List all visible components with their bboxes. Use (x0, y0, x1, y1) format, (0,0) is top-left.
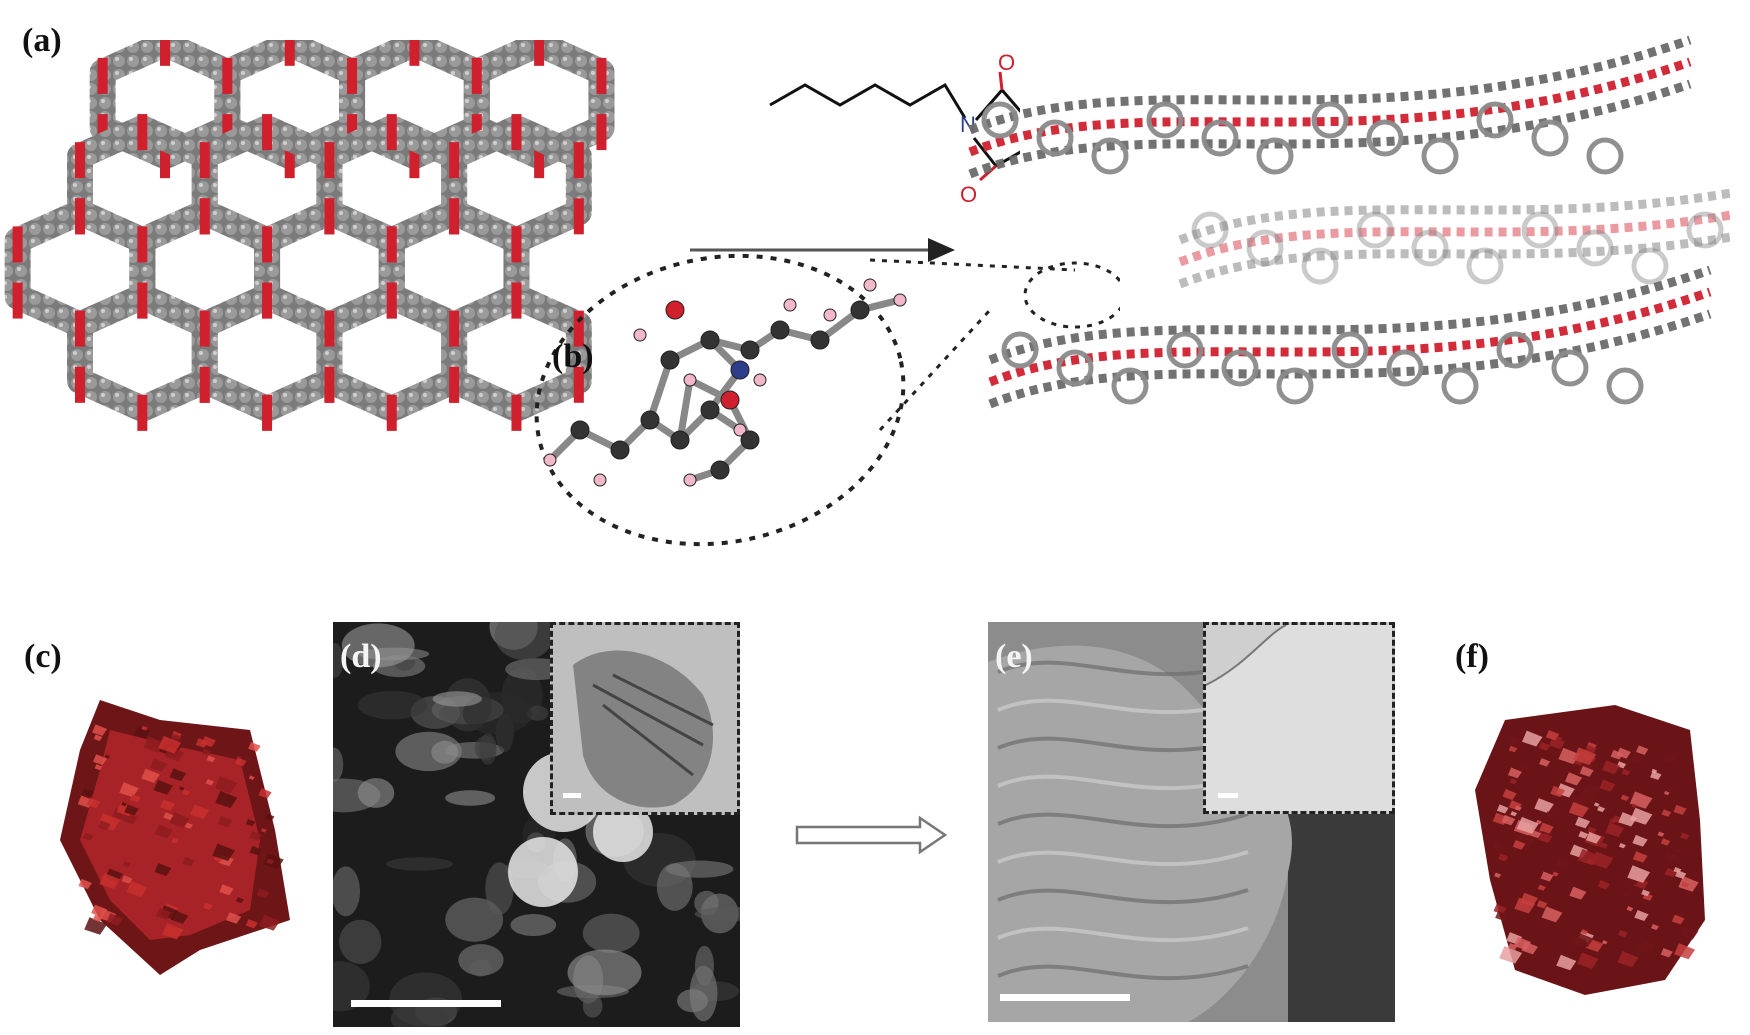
panel-label-e: (e) (995, 638, 1033, 675)
honeycomb-framework-image (4, 40, 615, 431)
stacked-nanosheets (968, 35, 1730, 409)
hexylmaleimide-structure: N O O (769, 50, 1020, 207)
panel-label-d: (d) (340, 638, 382, 675)
zoom-ellipse (1023, 261, 1120, 329)
reaction-arrow (690, 238, 955, 262)
bulk-powder-photo (60, 700, 290, 975)
hexagon-pores (4, 40, 615, 431)
exfoliated-sheets-image (968, 35, 1730, 409)
atom-balls (543, 278, 907, 487)
tem-inset-after (1203, 622, 1395, 814)
panel-label-f: (f) (1455, 638, 1489, 675)
panel-label-a: (a) (22, 22, 62, 59)
exfoliated-flakes-photo (1475, 705, 1705, 995)
tem-inset-before (550, 622, 740, 815)
process-arrow (795, 815, 948, 855)
dashed-ellipse (534, 253, 906, 547)
scale-bar (1000, 994, 1130, 1001)
scale-bar (351, 1000, 501, 1007)
hexyl-chain (769, 82, 967, 119)
panel-label-c: (c) (24, 638, 62, 675)
sem-image-before (333, 622, 740, 1027)
oxygen-bottom-label: O (960, 182, 977, 207)
ball-and-stick-model (547, 296, 901, 484)
sem-image-after (988, 622, 1395, 1022)
adduct-closeup (534, 253, 1120, 547)
panel-label-b: (b) (552, 338, 594, 375)
oxygen-top-label: O (998, 50, 1015, 75)
